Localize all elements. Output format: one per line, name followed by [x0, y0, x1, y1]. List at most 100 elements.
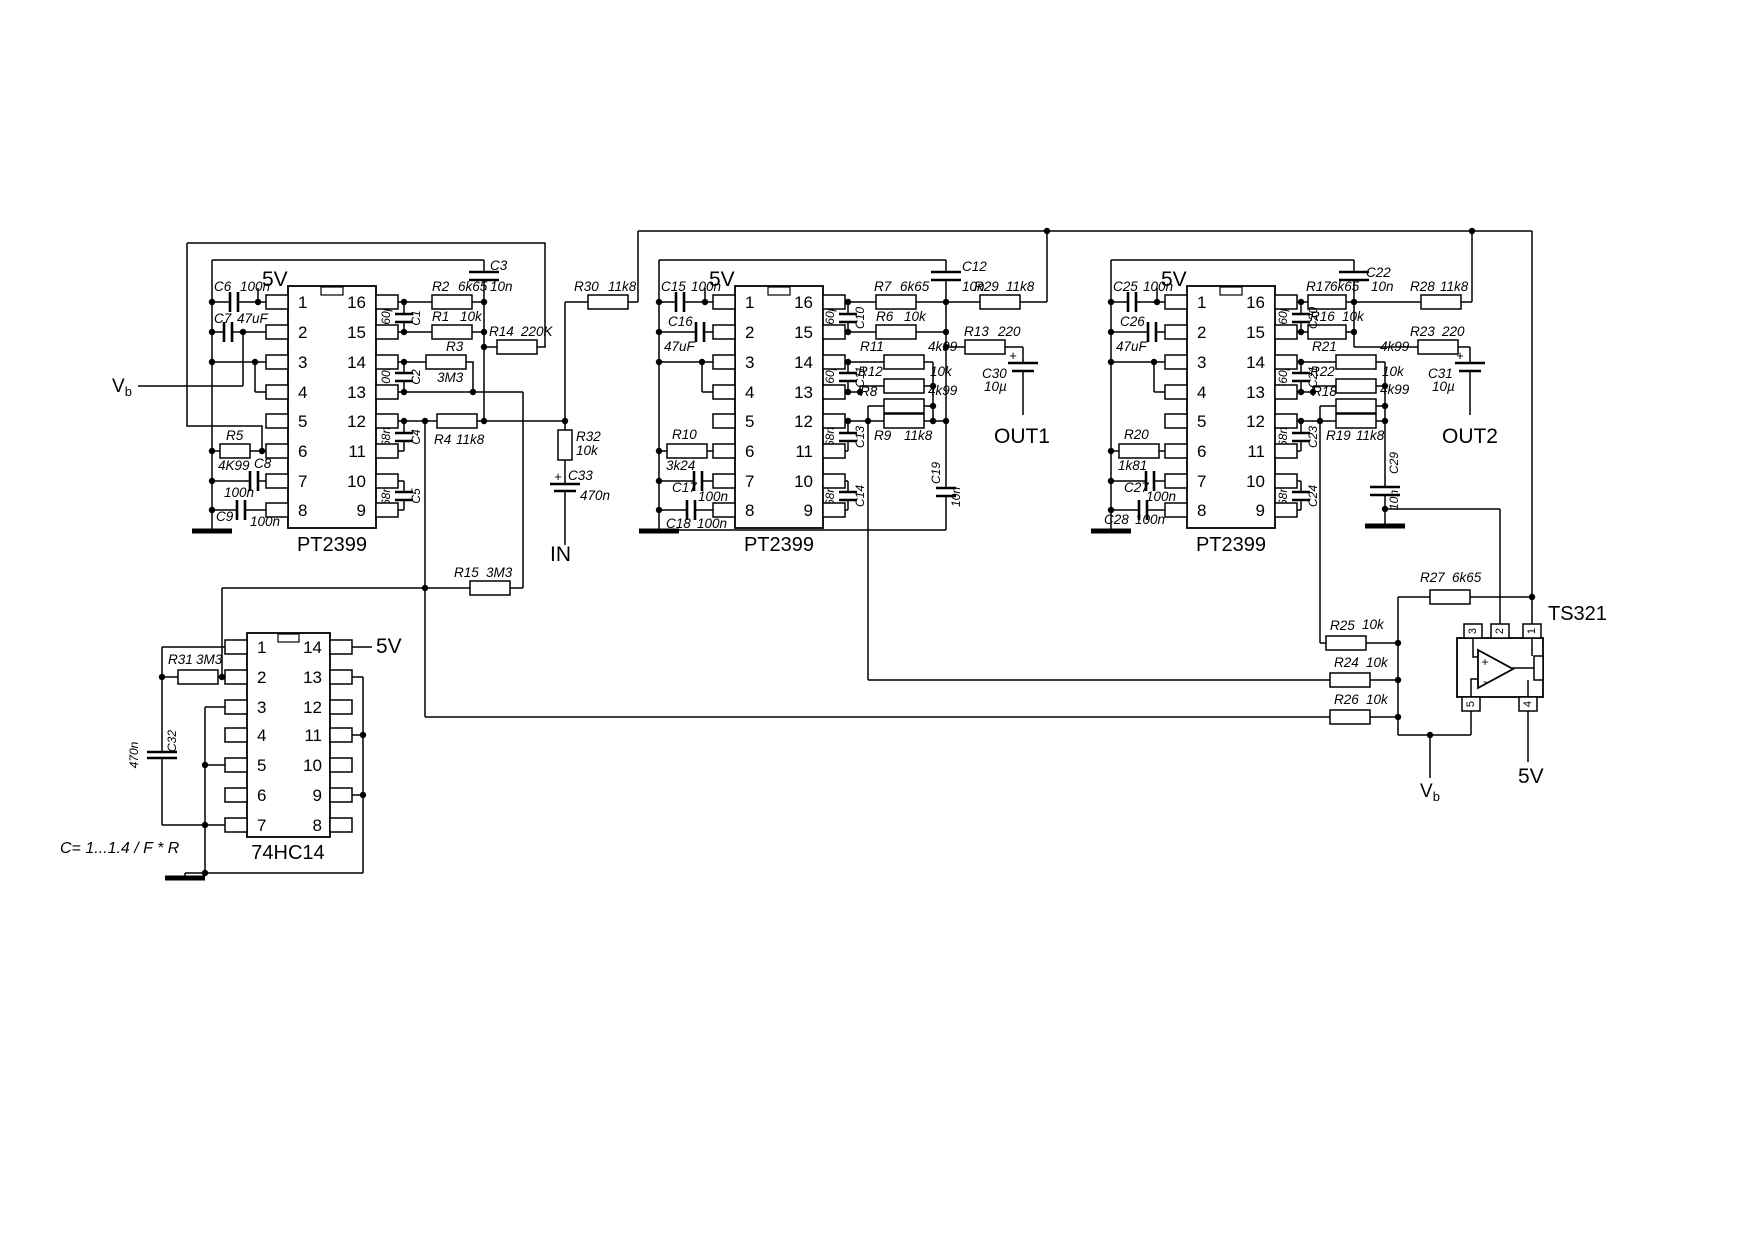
- C18-value: 100n: [697, 516, 727, 531]
- capacitor-C27: [1144, 471, 1156, 491]
- junction-dot: [1381, 417, 1389, 425]
- pins_left-4: 5: [745, 412, 754, 431]
- C5-value: 68n: [379, 486, 393, 506]
- ic-u2-pin-stub-left-3: [712, 354, 736, 370]
- C33-ref: C33: [568, 468, 593, 483]
- ic-u3-pin-stub-right-6: [1274, 443, 1298, 459]
- ic-u1-pin-stub-right-1: [375, 294, 399, 310]
- R10-value: 3k24: [666, 458, 695, 473]
- C15-ref: C15: [661, 279, 686, 294]
- pins_right-6: 10: [347, 472, 366, 491]
- ic-u1-pin-stub-left-6: [265, 443, 289, 459]
- capacitor-C19: [936, 486, 956, 498]
- ic-u1-notch: [320, 286, 344, 296]
- junction-dot: [561, 417, 569, 425]
- R7-ref: R7: [874, 279, 892, 294]
- ic-u2-pin-stub-left-1: [712, 294, 736, 310]
- junction-dot: [942, 343, 950, 351]
- ic-u4-pin-stub-right-4: [329, 727, 353, 743]
- junction-dot: [864, 417, 872, 425]
- C16-ref: C16: [668, 314, 693, 329]
- pins_bottom-1: 4: [1522, 701, 1534, 707]
- pins_left-0: 1: [298, 293, 307, 312]
- capacitor-C30: [1008, 361, 1038, 373]
- resistor-R17: [1307, 294, 1347, 310]
- opamp-internal-wires: [1470, 638, 1534, 697]
- junction-dot: [1394, 676, 1402, 684]
- junction-dot: [208, 477, 216, 485]
- C23-ref: C23: [1306, 426, 1320, 448]
- pins_right-1: 15: [1246, 323, 1265, 342]
- junction-dot: [1394, 713, 1402, 721]
- R18-ref: R18: [1312, 384, 1337, 399]
- pins_right-3: 11: [304, 726, 322, 745]
- R9-value: 11k8: [904, 428, 933, 443]
- resistor-R18: [1335, 398, 1377, 414]
- pins_right-5: 11: [1247, 442, 1265, 461]
- pins_right-3: 13: [794, 383, 813, 402]
- labels-opamp_minus: -: [1483, 674, 1487, 688]
- ic-u2-pin-stub-left-8: [712, 502, 736, 518]
- resistor-R15: [469, 580, 511, 596]
- R5-ref: R5: [226, 428, 244, 443]
- pins_right-5: 11: [795, 442, 813, 461]
- junction-dot: [208, 358, 216, 366]
- junction-dot: [1426, 731, 1434, 739]
- ic-u4-pin-stub-left-7: [224, 817, 248, 833]
- C4-ref: C4: [409, 429, 423, 445]
- resistor-R3: [425, 354, 467, 370]
- opamp-ts321: [1456, 623, 1544, 712]
- junction-dot: [1528, 593, 1536, 601]
- ic-bodies: [246, 285, 1276, 838]
- junction-dot: [844, 328, 852, 336]
- C30-ref: C30: [982, 366, 1007, 381]
- ic-u3-pin-stub-right-8: [1274, 502, 1298, 518]
- C28-value: 100n: [1135, 512, 1165, 527]
- junction-dot: [400, 358, 408, 366]
- vb-v: V: [112, 376, 125, 397]
- ic-u1-pin-stub-left-7: [265, 473, 289, 489]
- resistor-R25: [1325, 635, 1367, 651]
- junction-dot: [254, 298, 262, 306]
- C31-ref: C31: [1428, 366, 1453, 381]
- R28-value: 11k8: [1440, 279, 1469, 294]
- R31-value: 3M3: [196, 652, 223, 667]
- C21-value: 560p: [1276, 363, 1290, 390]
- junction-dot: [1309, 388, 1317, 396]
- R13-value: 220: [997, 324, 1021, 339]
- pins_left-5: 6: [257, 786, 266, 805]
- pins_left-5: 6: [298, 442, 307, 461]
- ic-u3-pin-stub-left-2: [1164, 324, 1188, 340]
- labels-plus: +: [554, 469, 562, 484]
- pins_right-4: 12: [1246, 412, 1265, 431]
- labels-out2: OUT2: [1442, 425, 1498, 448]
- junction-dot: [359, 731, 367, 739]
- junction-dot: [258, 447, 266, 455]
- R23-ref: R23: [1410, 324, 1435, 339]
- R15-value: 3M3: [486, 565, 513, 580]
- capacitor-C2: [395, 371, 413, 383]
- resistor-R28: [1420, 294, 1462, 310]
- pins_left-6: 7: [257, 816, 266, 835]
- junction-dot: [1297, 388, 1305, 396]
- C7-ref: C7: [214, 311, 232, 326]
- capacitor-C5: [395, 490, 413, 502]
- u1-name: PT2399: [297, 534, 367, 556]
- pins_left-1: 2: [298, 323, 307, 342]
- pins_top-1: 2: [1494, 628, 1506, 634]
- junction-dot: [201, 761, 209, 769]
- R6-ref: R6: [876, 309, 894, 324]
- R21-value: 4k99: [1380, 339, 1410, 354]
- junction-dot: [1350, 328, 1358, 336]
- C22-ref: C22: [1366, 265, 1391, 280]
- ic-u4-pin-stub-left-5: [224, 757, 248, 773]
- pins_left-6: 7: [298, 472, 307, 491]
- R2-ref: R2: [432, 279, 450, 294]
- R4-ref: R4: [434, 432, 451, 447]
- ic-u2-pin-stub-left-5: [712, 413, 736, 429]
- junction-dot: [1107, 298, 1115, 306]
- junction-dot: [1297, 298, 1305, 306]
- pins_left-3: 4: [745, 383, 754, 402]
- labels-in: IN: [550, 543, 571, 566]
- pins_left-7: 8: [745, 501, 754, 520]
